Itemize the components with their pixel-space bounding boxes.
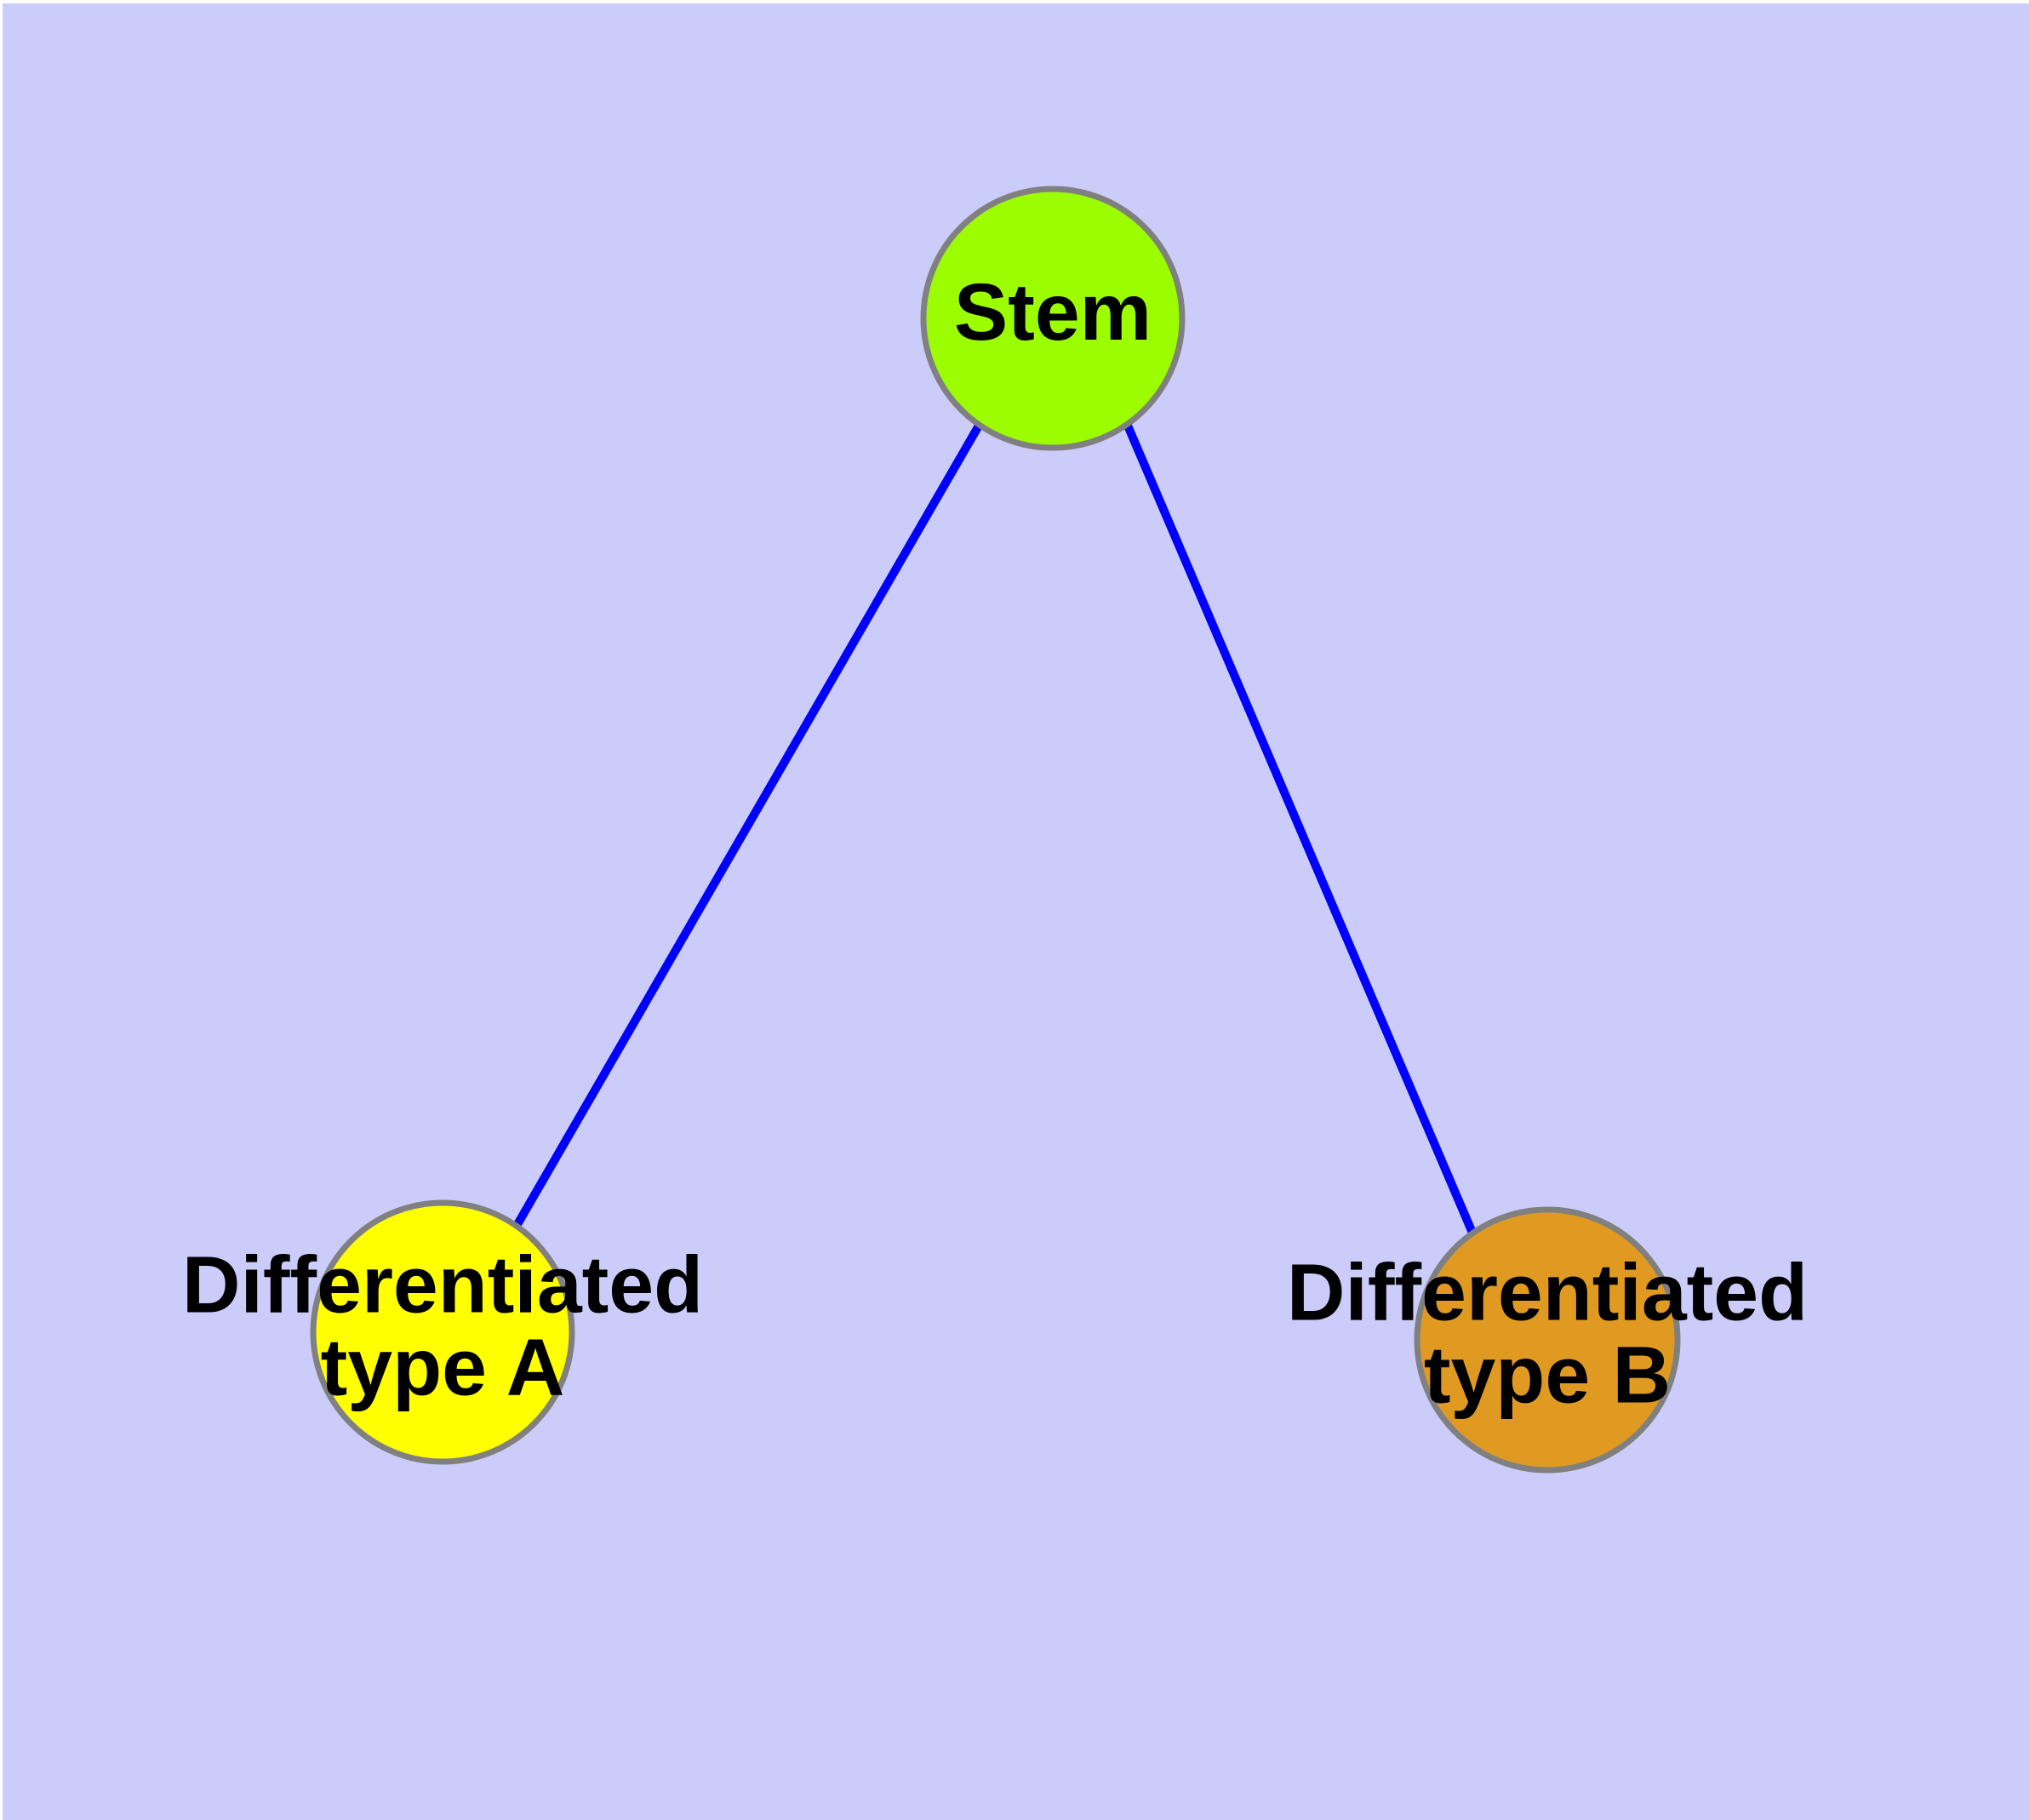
node-stem[interactable]: Stem [920,186,1186,451]
node-stem-circle[interactable] [920,186,1186,451]
label-line: type B [1424,1331,1671,1421]
node-diff-b-circle[interactable] [1414,1206,1681,1474]
edge-stem-to-diff-b[interactable] [1123,424,1477,1234]
label-line: Differentiated [182,1240,703,1331]
node-diff-a-circle[interactable] [310,1199,575,1465]
label-line: type A [321,1323,565,1413]
label-line: Differentiated [1287,1248,1808,1338]
node-stem-label: Stem [954,267,1152,358]
label-line: Stem [954,267,1152,358]
edge-stem-to-diff-a[interactable] [512,423,983,1228]
edge-layer [512,423,1477,1234]
